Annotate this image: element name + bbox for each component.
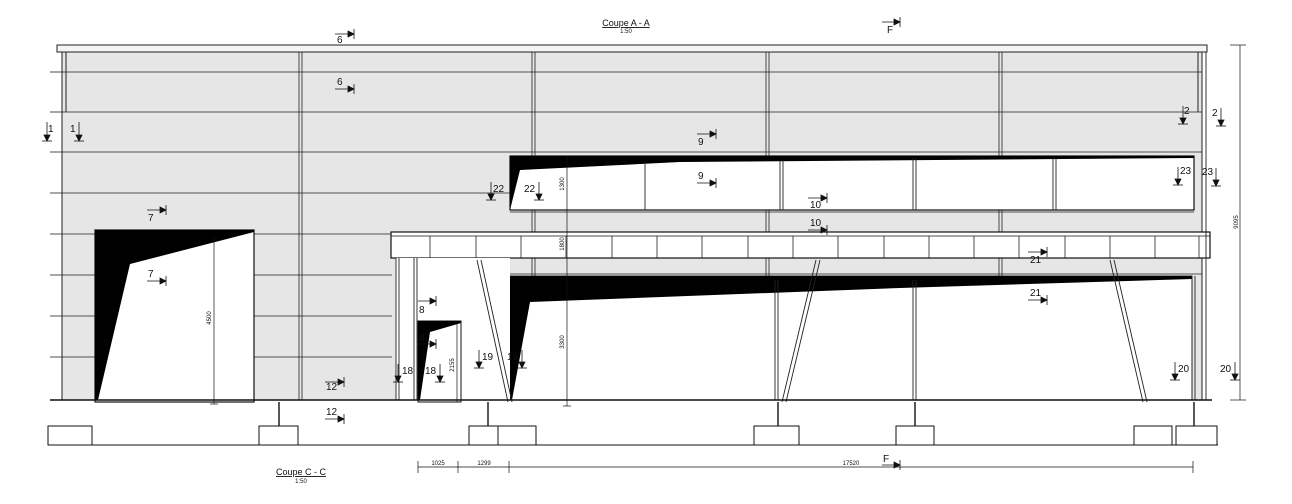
dim-total-height: 9095 bbox=[1234, 215, 1240, 229]
dim-17520: 17520 bbox=[843, 461, 860, 467]
marker-10a: 10 bbox=[810, 200, 822, 211]
upper-window-band bbox=[509, 155, 1195, 213]
marker-f-top: F bbox=[887, 25, 893, 36]
marker-19b: 19 bbox=[507, 352, 519, 363]
marker-19a: 19 bbox=[482, 352, 494, 363]
marker-9b: 9 bbox=[698, 171, 704, 182]
marker-10b: 10 bbox=[810, 218, 822, 229]
marker-23b: 23 bbox=[1202, 167, 1214, 178]
marker-12b: 12 bbox=[326, 407, 338, 418]
marker-22b: 22 bbox=[524, 184, 536, 195]
marker-18a: 18 bbox=[402, 366, 414, 377]
dim-lower-h: 3300 bbox=[560, 335, 566, 349]
marker-8b: 8 bbox=[419, 333, 425, 344]
scale-section-a: 1:50 bbox=[620, 29, 632, 35]
marker-9a: 9 bbox=[698, 137, 704, 148]
marker-1a: 1 bbox=[48, 124, 54, 135]
marker-f-bottom: F bbox=[883, 454, 889, 465]
dim-upper-h2: 1800 bbox=[560, 237, 566, 251]
title-section-a: Coupe A - A bbox=[602, 18, 650, 28]
marker-23a: 23 bbox=[1180, 166, 1192, 177]
marker-7b: 7 bbox=[148, 269, 154, 280]
marker-12a: 12 bbox=[326, 382, 338, 393]
dim-upper-h1: 1300 bbox=[560, 177, 566, 191]
dim-door-height: 4500 bbox=[207, 311, 213, 325]
right-edge bbox=[1201, 52, 1207, 400]
dim-1299: 1299 bbox=[477, 461, 491, 467]
title-section-c: Coupe C - C bbox=[276, 467, 327, 477]
small-door: 2155 bbox=[417, 320, 462, 403]
dim-1025: 1025 bbox=[431, 461, 445, 467]
marker-21b: 21 bbox=[1030, 288, 1042, 299]
ground-and-foundations bbox=[47, 399, 1218, 446]
marker-21a: 21 bbox=[1030, 255, 1042, 266]
marker-2b: 2 bbox=[1212, 108, 1218, 119]
scale-section-c: 1:50 bbox=[295, 479, 307, 485]
marker-7a: 7 bbox=[148, 213, 154, 224]
braces bbox=[476, 259, 1148, 403]
marker-2a: 2 bbox=[1184, 106, 1190, 117]
bottom-dimension-chain bbox=[417, 461, 1194, 473]
canopy bbox=[390, 231, 1211, 259]
marker-6b: 6 bbox=[337, 77, 343, 88]
marker-22a: 22 bbox=[493, 184, 505, 195]
marker-1b: 1 bbox=[70, 124, 76, 135]
marker-6a: 6 bbox=[337, 35, 343, 46]
marker-18b: 18 bbox=[425, 366, 437, 377]
marker-8a: 8 bbox=[419, 305, 425, 316]
marker-20a: 20 bbox=[1178, 364, 1190, 375]
dim-small-door: 2155 bbox=[450, 358, 456, 372]
marker-20b: 20 bbox=[1220, 364, 1232, 375]
large-door: 4500 bbox=[94, 229, 255, 405]
vertical-dims bbox=[563, 156, 571, 407]
dim-total-line bbox=[1230, 44, 1246, 401]
lower-opening bbox=[395, 258, 1196, 401]
callout-markers bbox=[42, 17, 1240, 470]
